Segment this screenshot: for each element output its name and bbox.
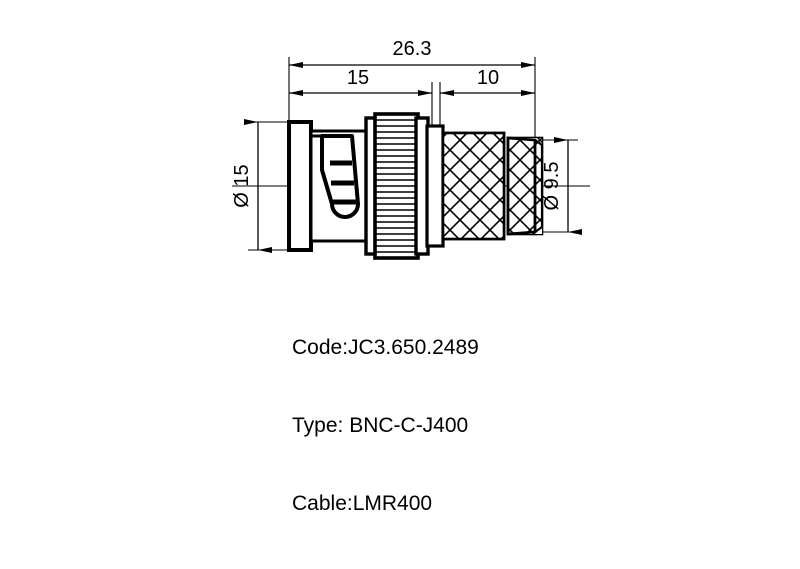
overall-length-dimension-label: 26.3: [393, 38, 432, 60]
horizontal-dimension-lines: [289, 62, 535, 96]
spec-cable-line: Cable:LMR400: [292, 492, 433, 515]
spec-code-line: Code:JC3.650.2489: [292, 336, 479, 359]
front-flange: [287, 120, 313, 252]
rear-length-dimension-label: 10: [477, 67, 499, 89]
drawing-page: 26.3 15 10 Ø 15 Ø 9.5: [231, 38, 590, 515]
spec-type-line: Type: BNC-C-J400: [292, 414, 469, 437]
body-length-dimension-label: 15: [347, 67, 369, 89]
technical-drawing: 26.3 15 10 Ø 15 Ø 9.5: [231, 38, 590, 260]
spec-text-block: Code:JC3.650.2489 Type: BNC-C-J400 Cable…: [292, 283, 479, 569]
crimp-ferrule-segment-a: [441, 131, 506, 241]
rear-shoulder: [425, 124, 445, 248]
coupling-nut-ribbed-barrel: [373, 112, 420, 260]
bayonet-slot: [311, 134, 360, 219]
crimp-ferrule-segment-b: [506, 136, 544, 236]
